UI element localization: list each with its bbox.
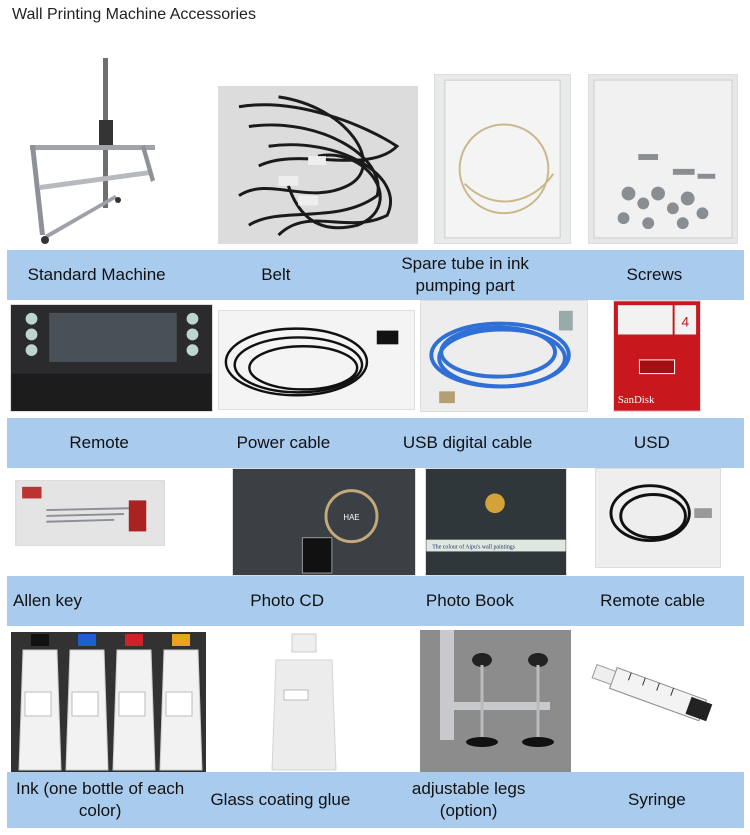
label-row: Remote Power cable USB digital cable USD (7, 418, 744, 468)
adjustable-legs-image (420, 630, 571, 772)
power-cable-image (218, 310, 415, 410)
ink-bottle-cap (31, 634, 49, 646)
sandisk-brand-text: SanDisk (618, 394, 655, 406)
belt-image (218, 86, 418, 244)
label-remote-cable: Remote cable (600, 591, 706, 610)
sd-capacity-text: 4 (682, 315, 690, 330)
allen-key-image (15, 480, 165, 546)
label-syringe: Syringe (628, 790, 686, 809)
label-remote: Remote (69, 433, 129, 452)
cd-logo-text: HAE (343, 513, 359, 522)
label-photo-book: Photo Book (425, 591, 514, 610)
page-title: Wall Printing Machine Accessories (12, 6, 256, 23)
photo-cd-image: HAE (232, 468, 416, 576)
spare-tube-image (434, 74, 571, 244)
ink-bottle-cap (78, 634, 96, 646)
label-usb-cable: USB digital cable (402, 433, 533, 452)
label-power-cable: Power cable (236, 433, 331, 452)
remote-cable-image (595, 468, 721, 568)
ink-bottle-label (24, 691, 52, 717)
book-caption-text: The colour of Aipu's wall paintings (432, 544, 516, 551)
label-row: Standard Machine Belt Spare tube in ink … (7, 250, 744, 300)
screws-image (588, 74, 738, 244)
image-row: HAE The colour of Aipu's wall paintings (7, 468, 744, 576)
label-photo-cd: Photo CD (250, 591, 324, 610)
ink-bottle-label (165, 691, 193, 717)
usb-cable-image (420, 300, 588, 412)
ink-bottle-label (118, 691, 146, 717)
accessories-grid: Standard Machine Belt Spare tube in ink … (7, 42, 744, 828)
remote-image (10, 304, 213, 412)
syringe-image (585, 646, 735, 746)
label-usd: USD (633, 433, 670, 452)
image-row (7, 626, 744, 772)
label-allen-key: Allen key (13, 591, 82, 610)
glue-bottle-image (262, 630, 346, 772)
ink-bottle-cap (172, 634, 190, 646)
image-row (7, 42, 744, 250)
label-adjustable-legs: adjustable legs (option) (411, 779, 526, 820)
label-spare-tube: Spare tube in ink pumping part (401, 254, 529, 295)
label-standard-machine: Standard Machine (27, 265, 166, 284)
ink-bottle-label (71, 691, 99, 717)
label-row: Ink (one bottle of each color) Glass coa… (7, 772, 744, 828)
label-row: Allen key Photo CD Photo Book Remote cab… (7, 576, 744, 626)
label-belt: Belt (261, 265, 291, 284)
photo-book-image: The colour of Aipu's wall paintings (425, 468, 567, 576)
usd-image: 4 SanDisk (613, 300, 701, 412)
image-row: 4 SanDisk (7, 300, 744, 418)
label-screws: Screws (626, 265, 683, 284)
label-ink: Ink (one bottle of each color) (16, 779, 185, 820)
ink-bottles-image (11, 632, 206, 772)
ink-bottle-cap (125, 634, 143, 646)
label-glue: Glass coating glue (210, 790, 351, 809)
standard-machine-image (15, 50, 155, 250)
